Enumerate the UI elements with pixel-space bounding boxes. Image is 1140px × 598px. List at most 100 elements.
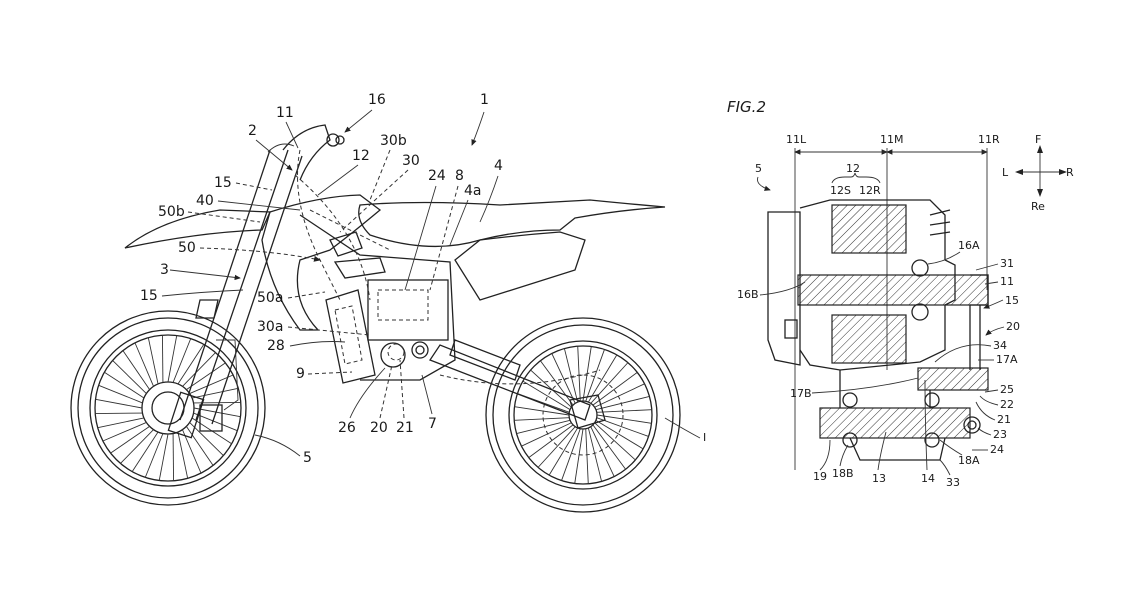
rear-wheel [485, 317, 681, 513]
drive-unit-cross-section [767, 199, 989, 461]
label-17B: 17B [790, 387, 812, 400]
spoke [587, 427, 603, 482]
spoke [514, 417, 570, 421]
label-1: 1 [480, 92, 489, 108]
label-20: 20 [370, 420, 388, 436]
spoke [596, 417, 649, 437]
label-22: 22 [1000, 398, 1014, 411]
spoke [551, 353, 576, 404]
spoke [182, 352, 216, 387]
spoke [594, 383, 645, 408]
spoke [590, 426, 615, 477]
label-31: 31 [1000, 257, 1014, 270]
label-30a: 30a [257, 319, 283, 335]
label-33: 33 [946, 476, 960, 489]
label-I: I [703, 431, 706, 444]
label-3: 3 [160, 262, 169, 278]
label-34: 34 [993, 339, 1007, 352]
spoke [561, 428, 581, 481]
spoke [102, 422, 147, 442]
label-9: 9 [296, 366, 305, 382]
compass-front: F [1035, 133, 1041, 146]
rear-fender [454, 231, 586, 301]
spoke [186, 362, 226, 390]
spoke [182, 429, 202, 474]
shroud [261, 194, 382, 331]
seat [358, 199, 666, 248]
spoke [122, 350, 150, 390]
label-17A: 17A [996, 353, 1018, 366]
front-fork [167, 149, 303, 439]
label-40: 40 [196, 193, 214, 209]
spoke [595, 395, 650, 411]
spoke [112, 360, 147, 394]
label-24: 24 [990, 443, 1004, 456]
label-16B: 16B [737, 288, 759, 301]
frame [299, 214, 456, 384]
label-11R: 11R [978, 133, 1000, 146]
label-50a: 50a [257, 290, 283, 306]
spoke [98, 384, 143, 404]
label-2: 2 [248, 123, 257, 139]
spoke [97, 417, 145, 429]
label-4a: 4a [464, 183, 482, 199]
spoke [592, 424, 626, 470]
spoke [110, 426, 150, 454]
label-16A: 16A [958, 239, 980, 252]
compass-right: R [1066, 166, 1074, 179]
label-30: 30 [402, 153, 420, 169]
spoke [596, 414, 652, 424]
spoke [134, 342, 154, 387]
label-12: 12 [846, 162, 860, 175]
spoke [120, 429, 154, 464]
label-11: 11 [276, 105, 294, 121]
label-11L: 11L [786, 133, 807, 146]
label-7: 7 [428, 416, 437, 432]
spoke [177, 344, 205, 385]
spoke [514, 406, 570, 416]
compass-rear: Re [1031, 200, 1045, 213]
spoke [193, 407, 241, 418]
label-21: 21 [997, 413, 1011, 426]
label-12R: 12R [859, 184, 881, 197]
spoke [522, 380, 571, 411]
label-16: 16 [368, 92, 386, 108]
spoke [596, 409, 652, 413]
label-50: 50 [178, 240, 196, 256]
label-8: 8 [455, 168, 464, 184]
spoke [577, 346, 581, 402]
label-50b: 50b [158, 204, 185, 220]
label-18A: 18A [958, 454, 980, 467]
front-fender [124, 209, 271, 249]
label-13: 13 [872, 472, 886, 485]
fig1-labels: 1 16 11 2 30b 12 30 24 8 4a 4 15 40 50b … [140, 92, 706, 466]
label-20: 20 [1006, 320, 1020, 333]
handlebar [267, 124, 345, 181]
spoke [131, 431, 159, 472]
label-11M: 11M [880, 133, 904, 146]
spoke [189, 422, 224, 456]
spoke [528, 424, 574, 458]
spoke [530, 369, 572, 408]
label-30b: 30b [380, 133, 407, 149]
label-24: 24 [428, 168, 446, 184]
front-wheel [70, 310, 266, 506]
direction-compass: F L R Re [1002, 133, 1074, 213]
label-12: 12 [352, 148, 370, 164]
spoke [563, 348, 579, 403]
label-15-top: 15 [214, 175, 232, 191]
label-25: 25 [1000, 383, 1014, 396]
motorcycle-side-view [70, 124, 681, 513]
spoke [594, 422, 636, 461]
label-19: 19 [813, 470, 827, 483]
label-15: 15 [1005, 294, 1019, 307]
swing-arm [429, 339, 606, 429]
label-26: 26 [338, 420, 356, 436]
spoke [95, 398, 143, 409]
label-12S: 12S [830, 184, 851, 197]
spoke [592, 372, 638, 406]
spoke [177, 431, 189, 479]
label-14: 14 [921, 472, 935, 485]
spoke [537, 426, 576, 468]
label-15: 15 [140, 288, 158, 304]
